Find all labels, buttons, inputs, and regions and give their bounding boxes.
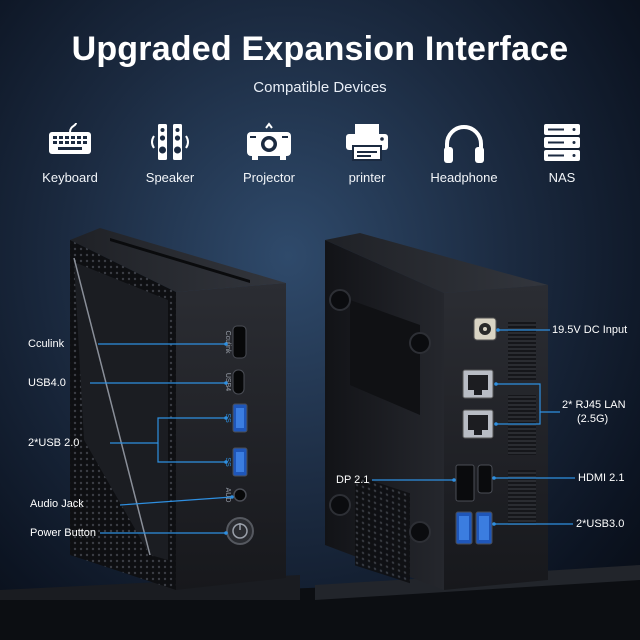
device-projector: Projector — [219, 122, 319, 185]
rear-callout-lines — [372, 329, 575, 525]
page-title: Upgraded Expansion Interface — [71, 30, 569, 68]
label-dc-input: 19.5V DC Input — [552, 324, 628, 336]
aud-engraving: AUD — [224, 488, 231, 503]
label-lan-line2: (2.5G) — [577, 413, 609, 425]
label-usb4: USB4.0 — [28, 377, 66, 389]
pedestal — [0, 575, 640, 640]
label-usb2: 2*USB 2.0 — [28, 437, 80, 449]
device-nas: NAS — [512, 122, 612, 185]
device-label: Keyboard — [42, 170, 98, 185]
device-label: Projector — [242, 170, 296, 185]
rear-unit-side-recess — [350, 300, 420, 415]
cculink-port — [232, 325, 247, 359]
audio-jack-port — [233, 488, 247, 502]
rear-foot-1 — [329, 289, 351, 311]
speaker-icon — [151, 124, 189, 160]
label-cculink: Cculink — [28, 338, 65, 350]
device-keyboard: Keyboard — [20, 122, 120, 185]
label-power-button: Power Button — [30, 527, 97, 539]
rear-foot-4 — [409, 521, 431, 543]
projector-icon — [247, 122, 291, 160]
device-label: printer — [348, 170, 386, 185]
device-headphone: Headphone — [414, 122, 514, 185]
rear-unit-mesh — [355, 475, 410, 584]
power-button — [226, 517, 254, 545]
label-usb3: 2*USB3.0 — [576, 518, 625, 530]
front-callout-lines — [90, 343, 233, 534]
front-unit-edge-highlight — [73, 257, 151, 556]
label-audio-jack: Audio Jack — [30, 498, 84, 510]
front-unit-face — [176, 283, 286, 590]
headphone-icon — [444, 125, 484, 163]
printer-icon — [346, 124, 388, 161]
rear-unit — [325, 233, 548, 590]
keyboard-icon — [49, 122, 91, 154]
cculink-engraving: Cculink — [224, 331, 231, 354]
rear-foot-3 — [329, 494, 351, 516]
page-subtitle: Compatible Devices — [253, 79, 387, 96]
label-dp: DP 2.1 — [336, 474, 370, 486]
device-label: Headphone — [430, 170, 498, 185]
device-printer: printer — [317, 122, 417, 185]
hdmi-port — [477, 464, 493, 494]
device-label: Speaker — [145, 170, 195, 185]
nas-icon — [544, 124, 580, 161]
dp-port — [455, 464, 475, 502]
rear-foot-2 — [409, 332, 431, 354]
rear-unit-top — [325, 233, 548, 293]
label-lan-line1: 2* RJ45 LAN — [562, 399, 626, 411]
front-unit — [70, 228, 286, 590]
front-unit-side-panel — [74, 262, 168, 560]
device-label: NAS — [548, 170, 576, 185]
label-hdmi: HDMI 2.1 — [578, 472, 625, 484]
device-speaker: Speaker — [120, 122, 220, 185]
usb4-port — [232, 369, 245, 395]
